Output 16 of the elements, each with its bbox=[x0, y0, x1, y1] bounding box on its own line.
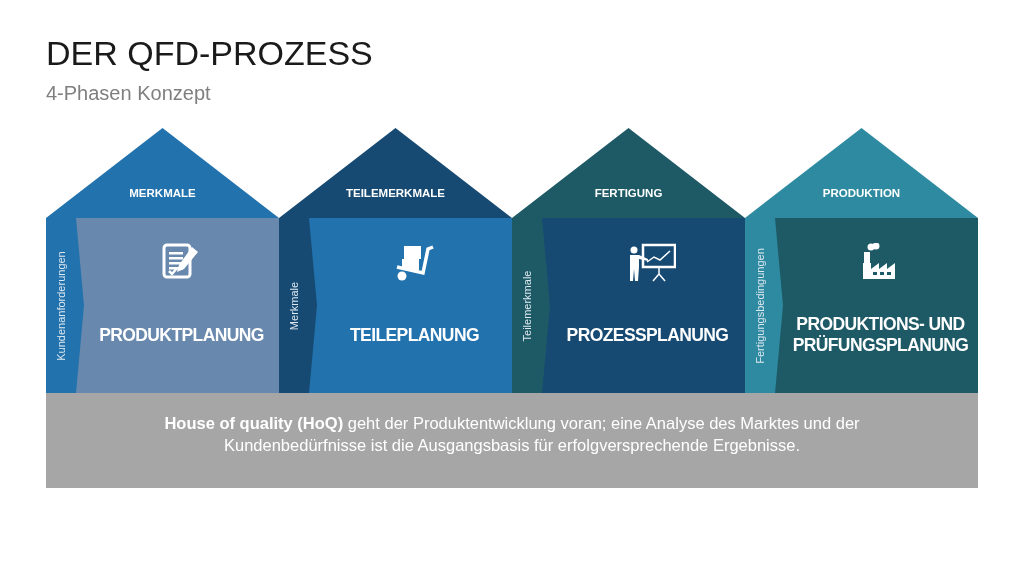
phase-title: TEILEPLANUNG bbox=[349, 323, 480, 347]
input-label: Kundenanforderungen bbox=[55, 250, 67, 361]
input-label: Fertigungsbedingungen bbox=[754, 247, 766, 364]
note-text: House of quality (HoQ) geht der Produktentwicklung voran; eine Analyse des Marktes und der Kundenbedürfnisse ist die Ausgangsbasis für erfolgversprechende Ergebnisse. bbox=[163, 413, 861, 456]
roof-label: MERKMALE bbox=[128, 187, 197, 199]
input-label: Teilemerkmale bbox=[521, 270, 533, 341]
roof-label: PRODUKTION bbox=[821, 187, 902, 199]
roof-label: FERTIGUNG bbox=[593, 187, 664, 199]
phase-title: PROZESSPLANUNG bbox=[565, 323, 730, 347]
phase-title: PRODUKTPLANUNG bbox=[98, 323, 265, 347]
note-band bbox=[46, 393, 978, 488]
input-label: Merkmale bbox=[288, 281, 300, 330]
subtitle: 4-Phasen Konzept bbox=[46, 82, 211, 105]
roof-label: TEILEMERKMALE bbox=[345, 187, 446, 199]
page-title: DER QFD-PROZESS bbox=[46, 34, 373, 73]
phase-title: PRODUKTIONS- UND PRÜFUNGSPLANUNG bbox=[791, 313, 970, 357]
